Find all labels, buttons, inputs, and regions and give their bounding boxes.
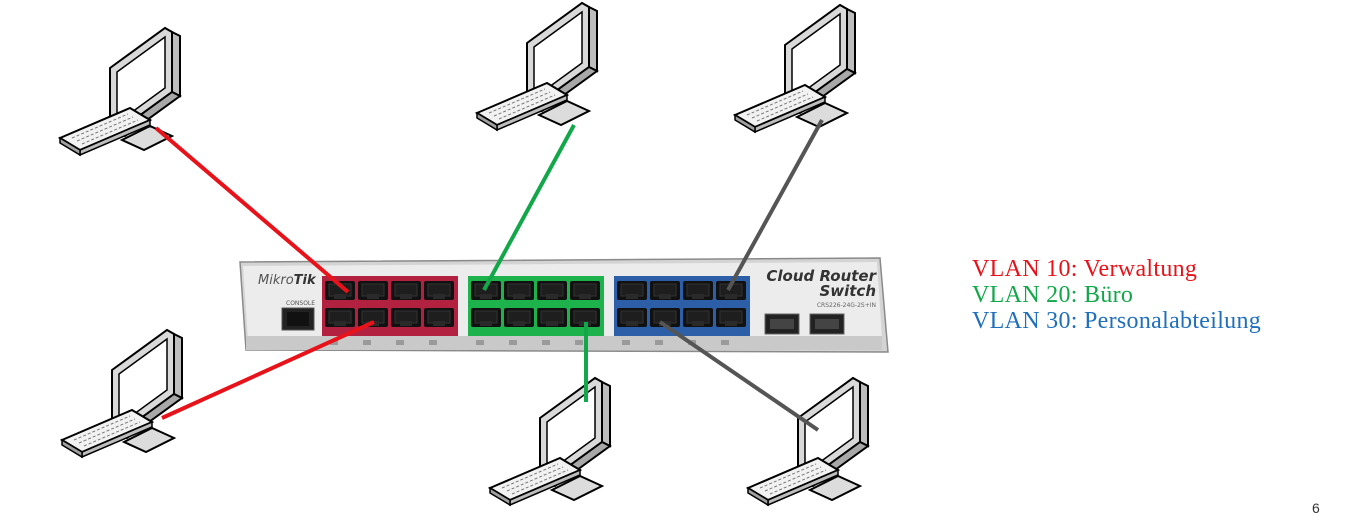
console-label: CONSOLE bbox=[286, 300, 315, 307]
vlan-legend: VLAN 10: Verwaltung VLAN 20: Büro VLAN 3… bbox=[972, 256, 1261, 334]
legend-vlan20: VLAN 20: Büro bbox=[972, 282, 1134, 308]
cable-vlan20-1 bbox=[482, 124, 576, 291]
switch-model: CRS226-24G-2S+IN bbox=[817, 302, 876, 309]
computer-5-icon bbox=[489, 377, 611, 506]
computer-1-icon bbox=[59, 27, 181, 156]
switch-brand: MikroTik bbox=[258, 273, 317, 288]
cable-uplink-1 bbox=[726, 119, 824, 291]
legend-vlan30: VLAN 30: Personalabteilung bbox=[972, 308, 1262, 334]
page-number: 6 bbox=[1312, 500, 1320, 516]
cable-vlan10-2 bbox=[161, 320, 375, 420]
computer-2-icon bbox=[476, 2, 598, 131]
computer-4-icon bbox=[61, 329, 183, 458]
cables bbox=[154, 119, 824, 432]
cable-uplink-2 bbox=[658, 320, 820, 432]
legend-vlan10: VLAN 10: Verwaltung bbox=[972, 256, 1198, 282]
computer-3-icon bbox=[734, 4, 856, 133]
switch-title-line2: Switch bbox=[819, 282, 876, 300]
switch-title-line1: Cloud Router bbox=[766, 267, 877, 285]
cable-vlan10-1 bbox=[154, 126, 350, 294]
computer-6-icon bbox=[747, 377, 869, 506]
switch-device: MikroTik CONSOLE Cloud Router Switch CRS… bbox=[239, 257, 889, 353]
